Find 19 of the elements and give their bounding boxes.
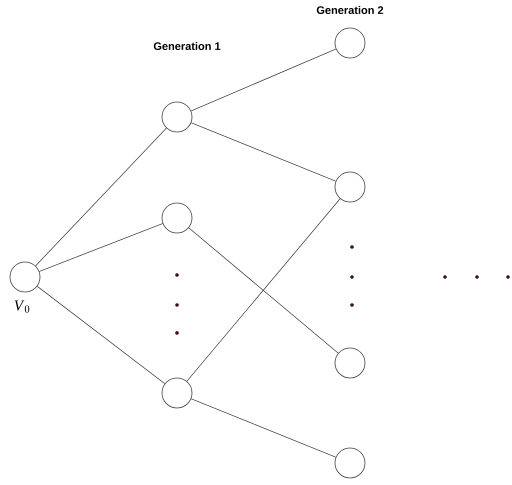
connector-line <box>188 228 339 354</box>
connector-line <box>39 223 163 272</box>
node-circle <box>334 172 366 202</box>
node-circle <box>10 262 40 292</box>
connector-line <box>190 398 336 458</box>
connector-line <box>36 286 166 384</box>
node-circle <box>162 202 192 234</box>
generation-heading: Generation 2 <box>316 6 384 14</box>
connector-line <box>35 128 167 266</box>
node-circle <box>334 28 366 58</box>
node-label: V$_{0}$ <box>14 300 30 313</box>
connector-line <box>186 198 340 382</box>
connector-line <box>190 122 336 182</box>
connector-line <box>190 48 336 112</box>
node-circle <box>162 378 192 408</box>
node-circle <box>334 448 366 478</box>
node-circle <box>334 348 366 378</box>
node-circle <box>162 102 192 132</box>
generation-heading: Generation 1 <box>154 42 220 50</box>
